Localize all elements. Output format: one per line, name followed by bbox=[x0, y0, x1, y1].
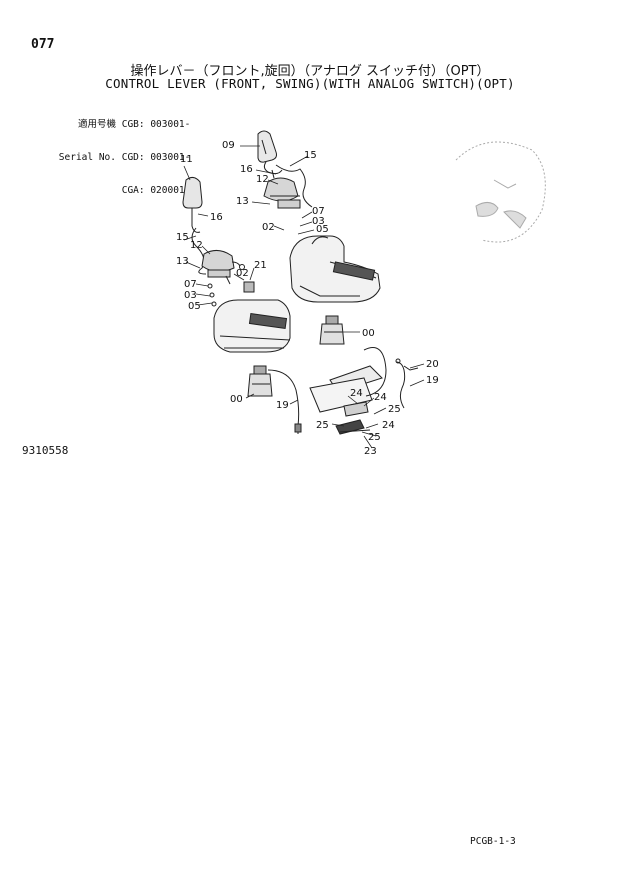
serial-label-en: Serial No. bbox=[58, 152, 116, 163]
callout-23: 23 bbox=[364, 446, 377, 457]
cable-upper bbox=[275, 164, 313, 208]
serial-row-cgd: CGD: 003001- bbox=[121, 152, 191, 163]
serial-block: 適用号機 CGB: 003001- Serial No. CGD: 003001… bbox=[50, 97, 191, 207]
callout-13: 13 bbox=[236, 196, 249, 207]
callout-16: 16 bbox=[210, 212, 223, 223]
callout-15: 15 bbox=[304, 150, 317, 161]
analog-switch-right bbox=[319, 315, 345, 345]
serial-row-cga: CGA: 020001- bbox=[121, 185, 191, 196]
callout-19: 19 bbox=[426, 375, 439, 386]
callout-12: 12 bbox=[256, 174, 269, 185]
callout-03: 03 bbox=[312, 216, 325, 227]
console-right bbox=[289, 235, 381, 303]
serial-label-jp: 適用号機 bbox=[77, 119, 116, 130]
callout-11: 11 bbox=[180, 154, 193, 165]
callout-25: 25 bbox=[368, 432, 381, 443]
callout-05: 05 bbox=[188, 301, 201, 312]
callout-03: 03 bbox=[184, 290, 197, 301]
page-number: 077 bbox=[31, 37, 55, 52]
reference-inset bbox=[455, 141, 546, 243]
callout-24: 24 bbox=[350, 388, 363, 399]
callout-25: 25 bbox=[388, 404, 401, 415]
bracket-assembly bbox=[309, 347, 387, 435]
serial-row-cgb: CGB: 003001- bbox=[121, 119, 191, 130]
callout-19: 19 bbox=[276, 400, 289, 411]
callout-20: 20 bbox=[426, 359, 439, 370]
boot-upper bbox=[263, 177, 301, 209]
callout-24: 24 bbox=[382, 420, 395, 431]
callout-09: 09 bbox=[222, 140, 235, 151]
console-left bbox=[213, 299, 291, 353]
callout-21: 21 bbox=[254, 260, 267, 271]
harness-right bbox=[395, 358, 419, 409]
callout-24: 24 bbox=[374, 392, 387, 403]
callout-07: 07 bbox=[312, 206, 325, 217]
callout-12: 12 bbox=[190, 240, 203, 251]
figure-number: 9310558 bbox=[22, 444, 69, 457]
boot-left bbox=[201, 250, 245, 278]
callout-00: 00 bbox=[362, 328, 375, 339]
leader-lines bbox=[183, 145, 425, 449]
callout-02: 02 bbox=[262, 222, 275, 233]
analog-switch-left bbox=[247, 365, 302, 434]
callout-16: 16 bbox=[240, 164, 253, 175]
callout-07: 07 bbox=[184, 279, 197, 290]
callout-25: 25 bbox=[316, 420, 329, 431]
callout-05: 05 bbox=[316, 224, 329, 235]
callout-13: 13 bbox=[176, 256, 189, 267]
title-english: CONTROL LEVER (FRONT, SWING)(WITH ANALOG… bbox=[105, 76, 515, 91]
callout-02: 02 bbox=[236, 268, 249, 279]
callout-15: 15 bbox=[176, 232, 189, 243]
lever-grip-left bbox=[182, 176, 203, 233]
footer-code: PCGB-1-3 bbox=[470, 836, 516, 847]
title-japanese: 操作レバ－（フロント,旋回）（アナログ スイッチ付）（OPT） bbox=[130, 64, 490, 79]
callout-00: 00 bbox=[230, 394, 243, 405]
